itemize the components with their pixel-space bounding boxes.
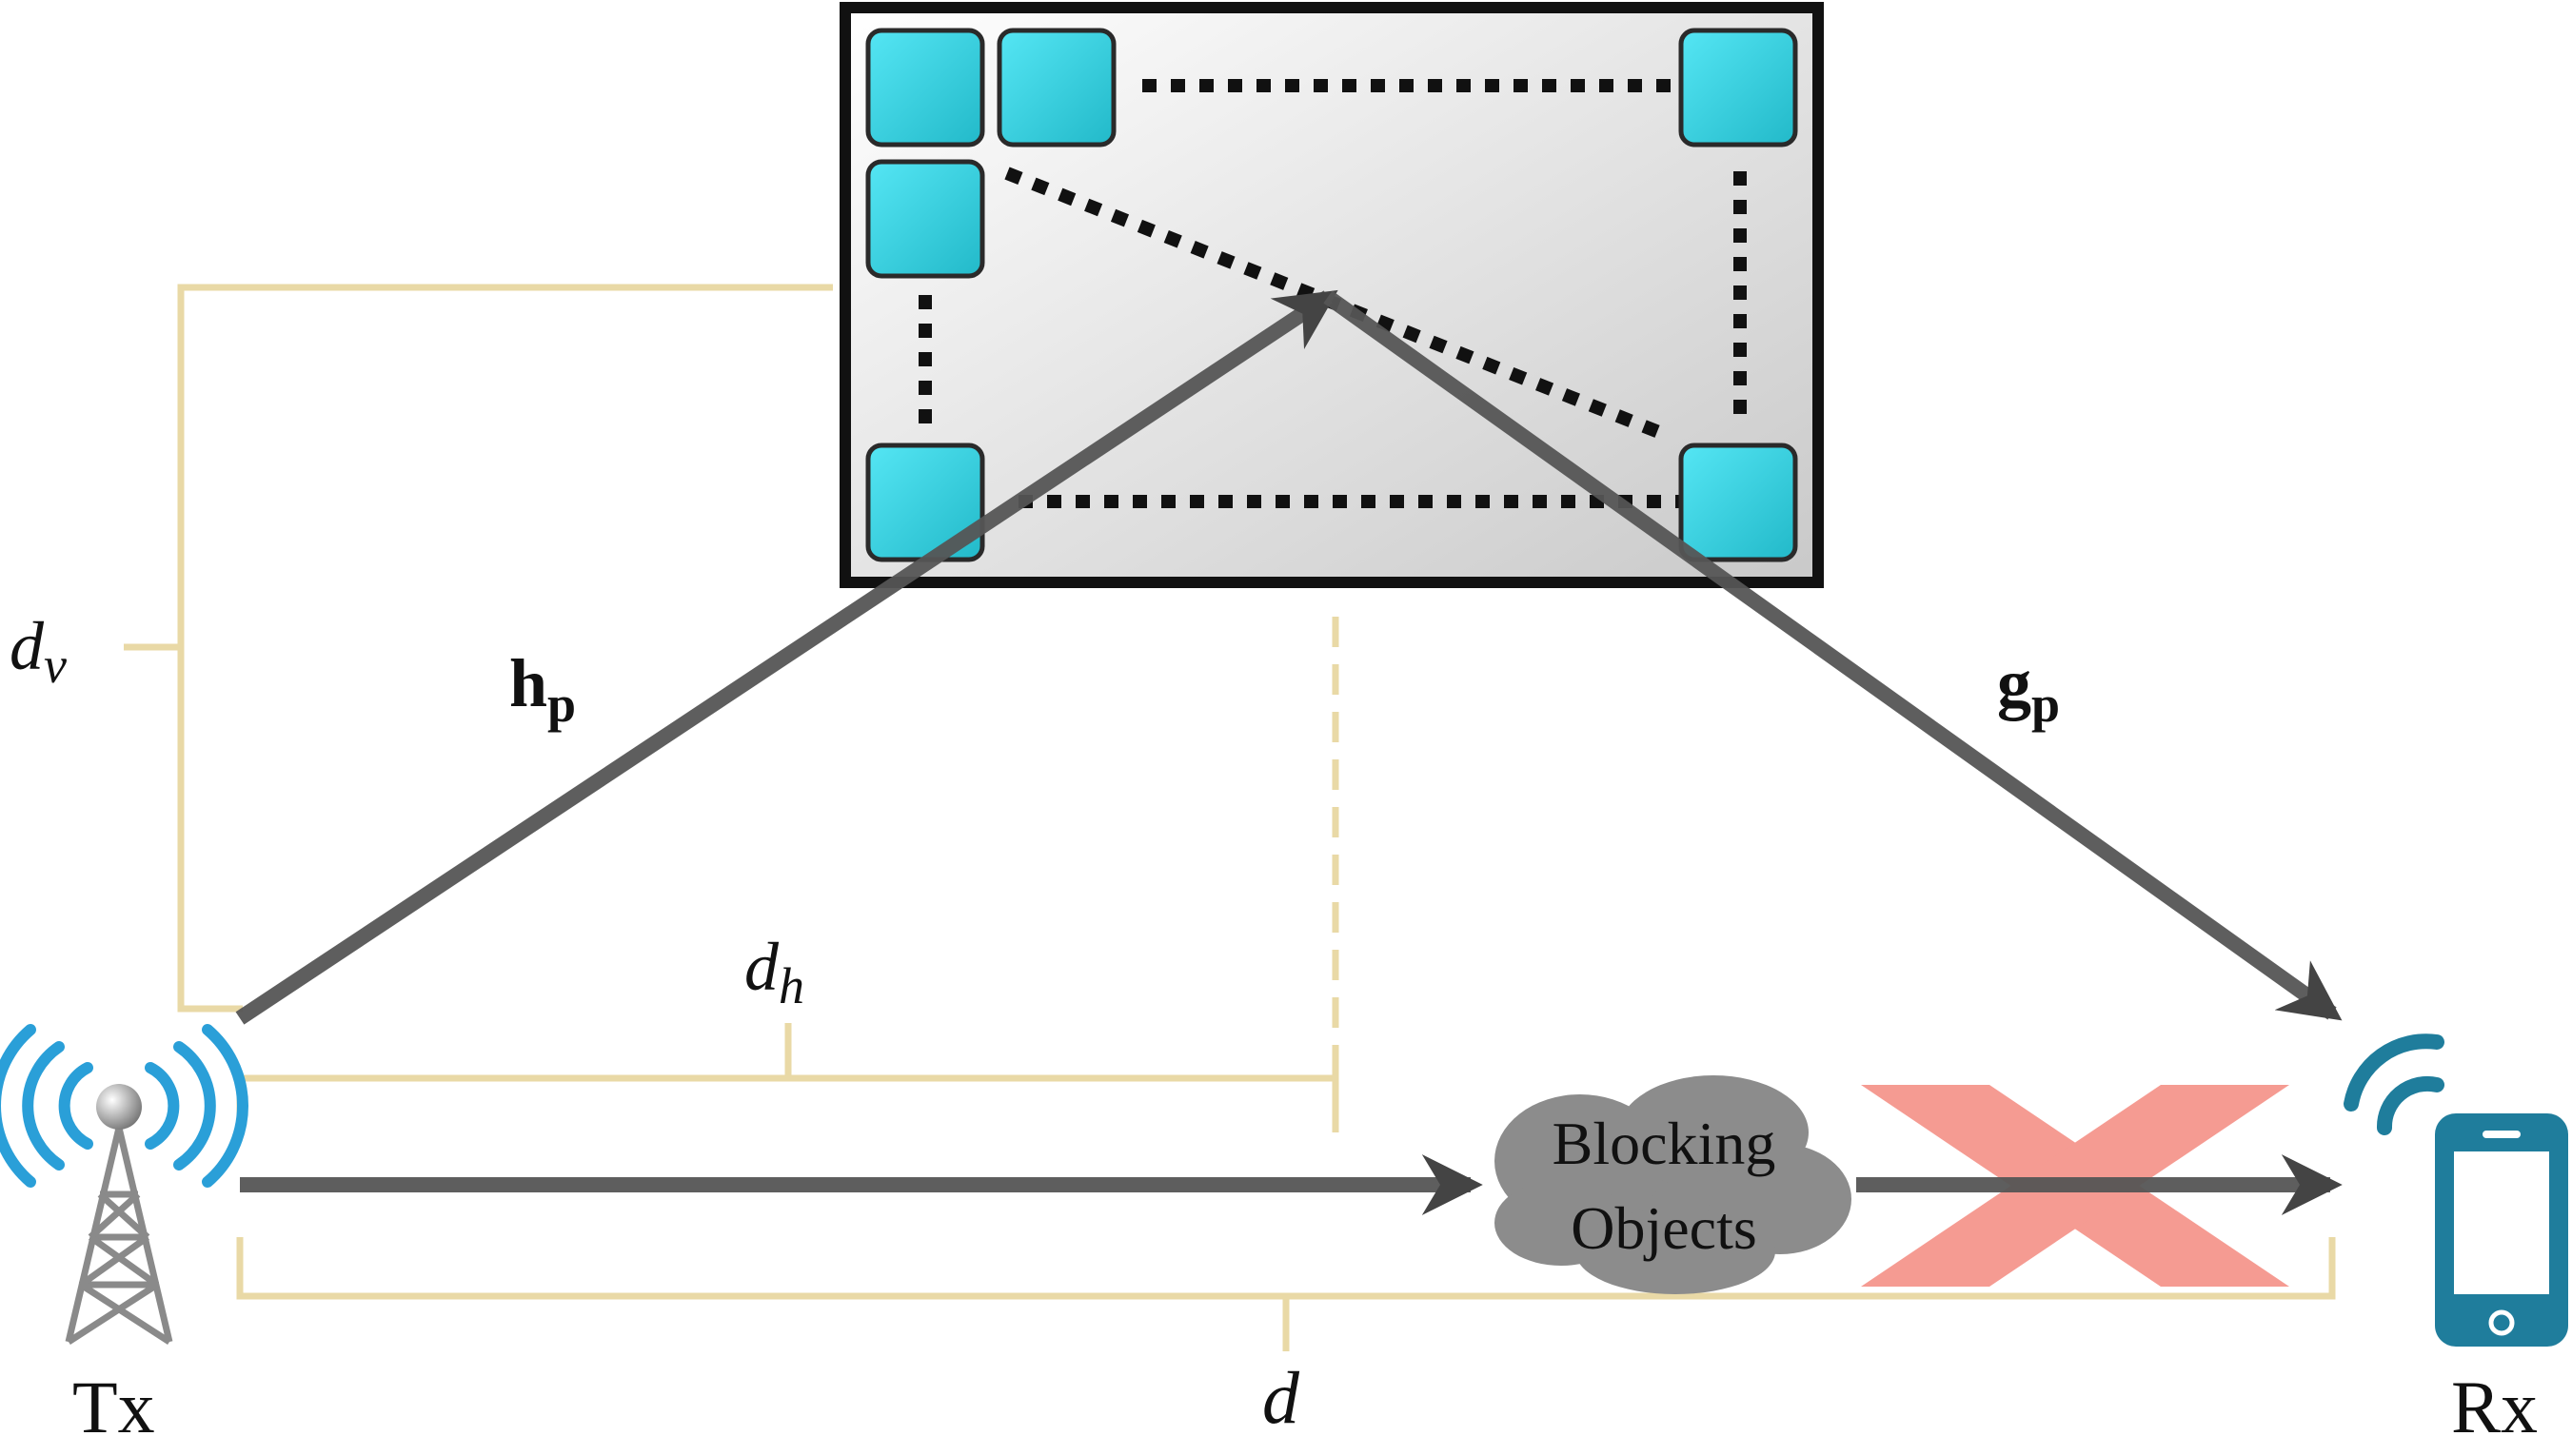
phone-speaker <box>2483 1131 2521 1138</box>
ris-element <box>865 28 985 148</box>
tower-structure <box>65 1127 173 1345</box>
dv-bracket <box>177 284 833 1013</box>
dh-bracket <box>236 1074 1339 1132</box>
ris-element <box>1678 28 1798 148</box>
ris-element <box>997 28 1117 148</box>
ris-element <box>1678 443 1798 562</box>
phone-screen <box>2454 1151 2549 1294</box>
signal-waves-rx <box>2344 1033 2444 1135</box>
phone-home-button <box>2488 1309 2515 1336</box>
smartphone-icon <box>2344 1033 2568 1347</box>
ris-elements <box>865 28 1798 562</box>
blocking-objects-line1: Blocking <box>1553 1110 1776 1177</box>
hp-path <box>235 289 1338 1025</box>
gp-path <box>1323 290 2343 1021</box>
blocking-objects-line2: Objects <box>1571 1194 1757 1262</box>
dh-label: dh <box>744 929 804 1014</box>
signal-paths <box>235 289 2343 1215</box>
rx-label: Rx <box>2451 1366 2538 1448</box>
d-label: d <box>1262 1356 1300 1439</box>
hp-label: hp <box>509 645 576 733</box>
ris-element <box>865 159 985 279</box>
signal-waves-left <box>0 1024 93 1188</box>
gp-label: gp <box>1997 645 2060 733</box>
signal-waves-right <box>145 1024 248 1188</box>
ris-panel <box>840 2 1824 588</box>
cloud-icon <box>1494 1075 1851 1294</box>
tx-label: Tx <box>72 1366 155 1448</box>
dv-label: dv <box>10 608 67 694</box>
antenna-tower-icon <box>0 1024 248 1345</box>
tower-ball <box>96 1084 142 1130</box>
